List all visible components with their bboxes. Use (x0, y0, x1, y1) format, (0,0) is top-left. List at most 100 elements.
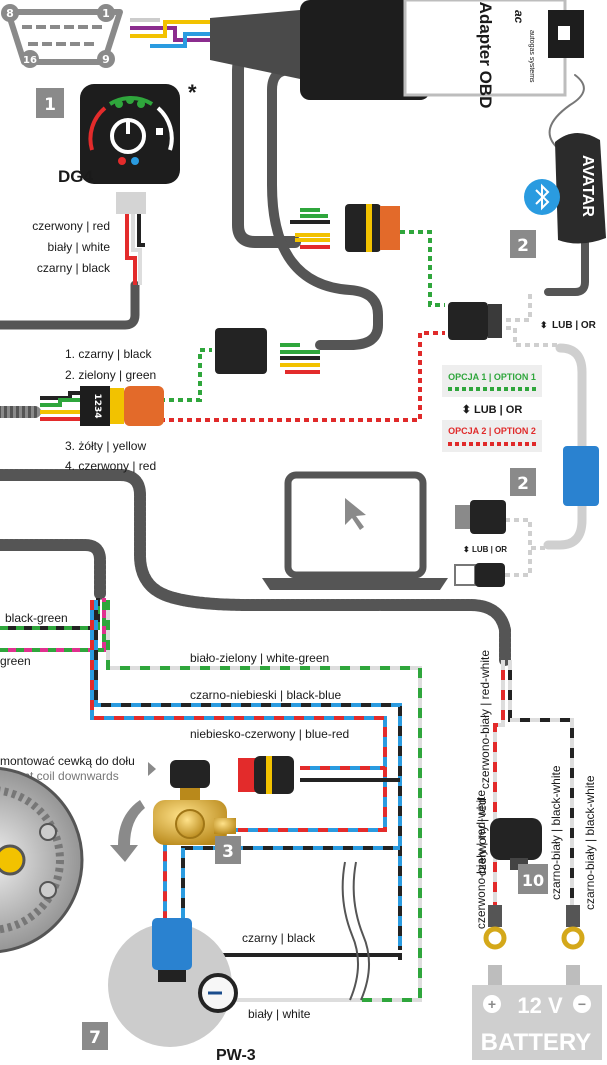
arrow-right-icon (148, 762, 156, 776)
break-line-2 (352, 861, 371, 1001)
dg4-name: DG4 (58, 167, 94, 186)
fuse-badge-text: 10 (522, 871, 544, 890)
harness-labels: black-green green biało-zielony | white-… (0, 611, 597, 929)
obd-pin-8: 8 (6, 7, 14, 20)
pw3-label-white: biały | white (248, 1007, 311, 1021)
dotted-gray-usb (505, 518, 548, 550)
adapter-tagline: autogas systems (528, 30, 535, 83)
battery-plus: + (488, 996, 496, 1012)
label-white-green: biało-zielony | white-green (190, 651, 329, 665)
mount-note-line1: montować cewką do dołu (0, 754, 135, 768)
obd-pin-16: 16 (23, 55, 37, 66)
obd-pin-9: 9 (102, 53, 110, 66)
avatar-brand: AVATAR (579, 155, 596, 217)
label-black-white: czarno-biały | black-white (583, 775, 597, 910)
obd-wires (130, 18, 210, 48)
pin-label-4: 4. czerwony | red (65, 459, 156, 473)
lub-or-top-label: LUB | OR (552, 320, 597, 331)
plug-top-right (290, 204, 400, 252)
label-red-white: czerwono-biały | red-white (478, 650, 492, 789)
harness-cable-dg4 (0, 280, 140, 330)
battery: + 12 V − BATTERY (472, 965, 602, 1060)
dg4-label-red: czerwony | red (32, 219, 110, 233)
valve-badge-text: 3 (222, 842, 234, 862)
adapter-obd: Adapter OBD ac autogas systems (300, 0, 584, 108)
usb-plugs: ⬍ LUB | OR (454, 500, 507, 587)
dg4-asterisk: * (188, 80, 197, 105)
corrugated-harness (0, 406, 511, 666)
pw3-badge (82, 1022, 108, 1050)
dg4-module: 1 * DG4 (36, 80, 197, 285)
wire-red-white (493, 660, 505, 905)
plug-numbered: 1234 (40, 386, 164, 426)
label-red-white-2: czerwono-biały | red-white (474, 790, 488, 929)
dg4-label-black: czarny | black (37, 261, 111, 275)
options-box: OPCJA 1 | OPTION 1 ⬍ LUB | OR OPCJA 2 | … (442, 365, 542, 452)
wire-black-to-pw3 (215, 953, 402, 960)
fuse-badge (518, 864, 548, 894)
pin-label-1: 1. czarny | black (65, 347, 152, 361)
dg4-wire-labels: czerwony | red biały | white czarny | bl… (32, 219, 111, 275)
avatar-badge-text: 2 (517, 236, 529, 256)
option-1-label: OPCJA 1 | OPTION 1 (448, 372, 536, 382)
break-line-1 (341, 861, 360, 1001)
cursor-icon (345, 498, 366, 530)
usb-lub-or-label: ⬍ LUB | OR (463, 545, 507, 554)
usb-interface (563, 446, 599, 506)
pw3-sensor: 7 PW-3 czarny | black biały | white (82, 918, 316, 1064)
plug-avatar (448, 302, 502, 340)
harness-wires (0, 598, 574, 1002)
avatar-device: AVATAR 2 (510, 132, 606, 258)
pw3-badge-text: 7 (89, 1028, 101, 1048)
adapter-brand: ac (512, 10, 526, 24)
dg4-badge (36, 88, 64, 118)
pw3-name: PW-3 (216, 1047, 256, 1064)
valve-badge (215, 836, 241, 864)
option-2-label: OPCJA 2 | OPTION 2 (448, 426, 536, 436)
adapter-title: Adapter OBD (476, 2, 495, 109)
label-black-white-2: czarno-biały | black-white (549, 765, 563, 900)
battery-label: BATTERY (481, 1029, 592, 1056)
harness-cable-obd-to-right (267, 65, 383, 350)
option-or-label: ⬍ LUB | OR (462, 404, 523, 416)
label-black-green: black-green (5, 611, 68, 625)
battery-minus-icon (573, 995, 591, 1013)
reducer (0, 767, 84, 953)
battery-plus-icon (483, 995, 501, 1013)
dg4-label-white: biały | white (48, 240, 111, 254)
laptop-badge-text: 2 (517, 474, 529, 494)
connector-digits: 1234 (92, 393, 102, 418)
wire-black-blue (94, 600, 402, 950)
pin-label-2: 2. zielony | green (65, 368, 156, 382)
obd-connector: 8 1 16 9 (1, 4, 123, 68)
laptop-badge (510, 468, 536, 496)
battery-minus: − (578, 996, 586, 1012)
battery-voltage: 12 V (517, 993, 563, 1018)
dotted-green-left (160, 348, 212, 402)
ring-terminals (483, 905, 585, 950)
plug-mid (215, 328, 320, 374)
avatar-cable (544, 231, 589, 296)
label-black-blue: czarno-niebieski | black-blue (190, 688, 342, 702)
label-blue-red: niebiesko-czerwony | blue-red (190, 727, 349, 741)
laptop-icon (262, 471, 448, 590)
solenoid-valve: 3 (153, 760, 241, 864)
lub-or-top: ⬍ LUB | OR (540, 320, 597, 331)
plug-valve (238, 756, 294, 794)
avatar-loop (548, 74, 585, 151)
avatar-badge (510, 230, 536, 258)
fuse-holder: czerwony | red 10 (475, 798, 548, 894)
fuse-label-red: czerwony | red (475, 798, 489, 876)
dg4-badge-text: 1 (44, 95, 56, 115)
dotted-green-option1 (400, 230, 445, 307)
pw3-label-black: czarny | black (242, 931, 316, 945)
curved-arrow-icon (110, 800, 145, 862)
dotted-red-option2 (160, 331, 445, 422)
pin-labels: 1. czarny | black 2. zielony | green 3. … (65, 347, 156, 473)
label-green: green (0, 654, 31, 668)
lub-or-top-arrow: ⬍ (540, 320, 548, 330)
pin-label-3: 3. żółty | yellow (65, 439, 146, 453)
blue-adapter-cable (543, 343, 587, 550)
obd-pin-1: 1 (102, 7, 110, 20)
